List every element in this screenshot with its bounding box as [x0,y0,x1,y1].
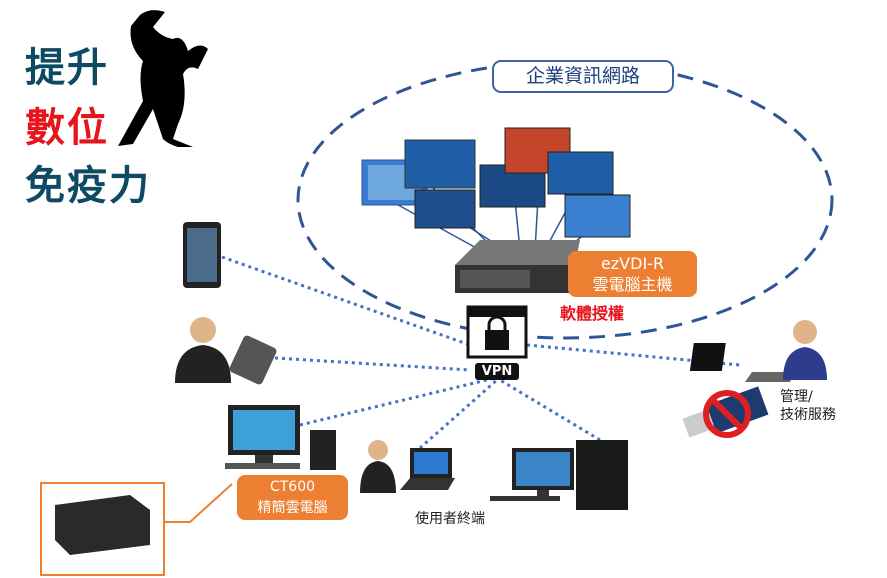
enterprise-network-boundary [296,60,834,340]
virtual-desktop-screens [361,127,631,238]
server-rack-icon [455,240,580,293]
vpn-icon [466,305,528,380]
desktop-thin-client-icon [225,405,336,470]
logo-line3: 免疫力 [25,163,151,209]
user-terminal-label: 使用者終端 [415,511,485,527]
desktop-pc-icon [490,440,628,510]
logo-line1: 提升 [25,45,109,91]
thin-client-name: CT600 [269,479,316,495]
thin-client-subtitle: 精簡雲電腦 [257,500,328,516]
logo-line2: 數位 [25,105,109,151]
admin-label-line1: 管理/ [780,389,813,405]
software-license-label: 軟體授權 [560,304,625,323]
network-label: 企業資訊網路 [492,60,674,93]
ct600-device-icon [55,495,150,555]
thin-client-label-box: CT600 精簡雲電腦 [237,475,348,520]
bodybuilder-silhouette [118,10,208,148]
usb-blocked-icon [682,386,769,438]
businessman-phone-icon [175,317,277,385]
admin-laptop-icon [689,320,827,382]
server-name: ezVDI-R [600,254,665,273]
user-laptop-icon [360,440,455,493]
server-label-box: ezVDI-R 雲電腦主機 [568,251,697,297]
server-subtitle: 雲電腦主機 [592,275,673,294]
vpn-label: VPN [481,364,513,379]
vpn-connections [221,255,741,450]
admin-label-line2: 技術服務 [780,407,836,423]
